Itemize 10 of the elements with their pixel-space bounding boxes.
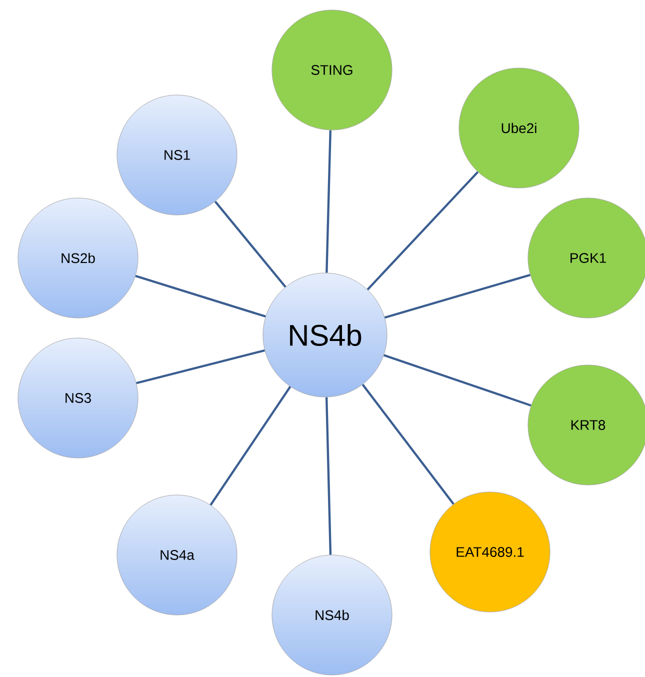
connector-line [366, 171, 479, 290]
connector-line [214, 200, 286, 288]
connector-line [326, 130, 332, 273]
connector-line [384, 354, 532, 407]
connector-line [325, 397, 332, 555]
connector-line [384, 274, 530, 319]
connector-line [136, 349, 265, 384]
connector-line [362, 384, 454, 505]
connector-line [210, 386, 292, 506]
connector-line [135, 274, 266, 318]
